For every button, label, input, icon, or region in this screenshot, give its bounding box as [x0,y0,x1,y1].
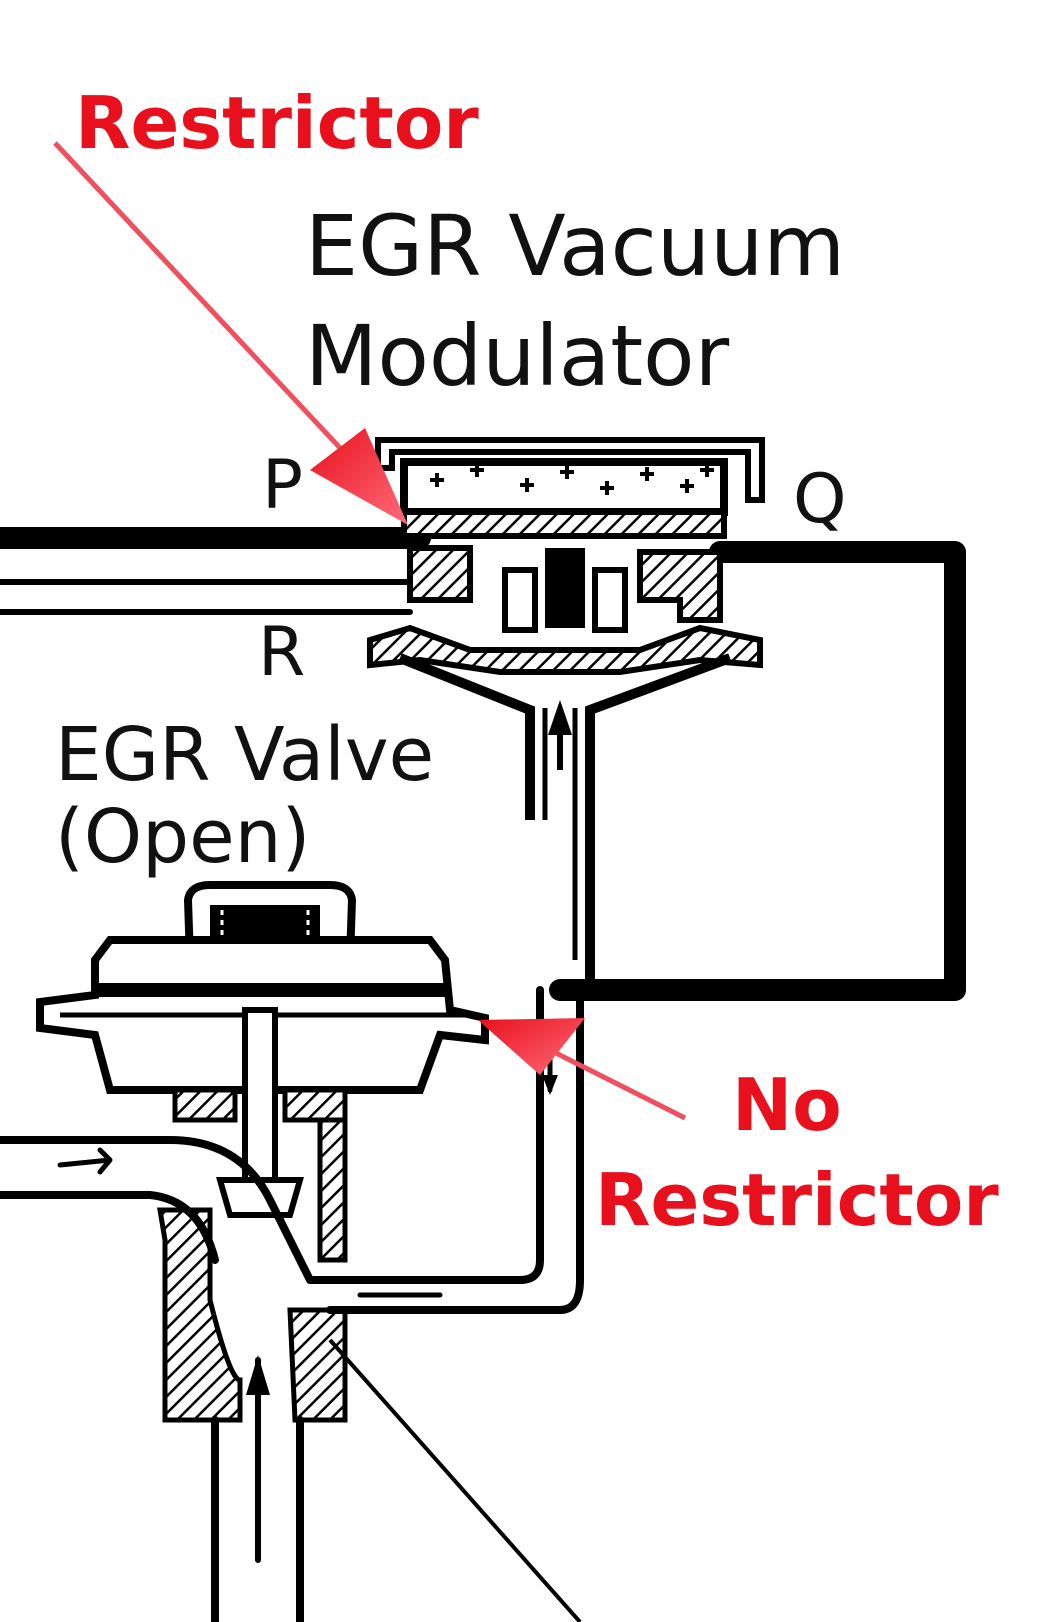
valve-title-line2: (Open) [55,794,310,880]
port-r-label: R [258,613,305,692]
no-restrictor-pointer-arrow-icon [478,1018,687,1121]
modulator-title-line2: Modulator [305,307,730,405]
restrictor-pointer-arrow-icon [53,141,408,525]
port-q-label: Q [793,460,847,539]
valve-title-line1: EGR Valve [55,712,434,798]
egr-valve [0,881,584,1622]
no-restrictor-label-line2: Restrictor [595,1158,999,1242]
modulator-title-line1: EGR Vacuum [305,197,845,295]
restrictor-label: Restrictor [75,81,479,165]
no-restrictor-label-line1: No [732,1063,842,1147]
port-p-label: P [262,446,303,525]
vacuum-line-main [0,527,966,1001]
